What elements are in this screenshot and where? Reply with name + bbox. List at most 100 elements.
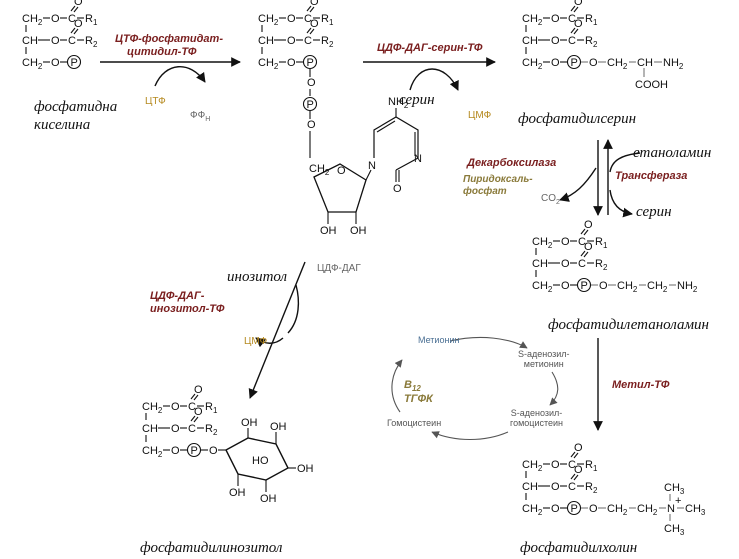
cdpdag-ribose-ring — [313, 163, 367, 213]
pi-oh-4: OH — [260, 493, 277, 505]
structure-phosphatidylethanolamine-o2: O — [561, 258, 570, 270]
cofactor-thf: ТГФК — [404, 393, 433, 406]
cdpdag-o-a: O — [307, 77, 316, 89]
structure-phosphatidylcholine-phosphate — [566, 500, 582, 516]
cycle-cofactors: B12 ТГФК — [404, 379, 433, 406]
sah-line1: S-аденозил- — [510, 408, 563, 418]
cosubstrate-cmp-1: ЦМФ — [468, 110, 492, 121]
label-phosphatidylethanolamine: фосфатидилетаноламин — [548, 317, 710, 333]
ps-nh2: NH2 — [663, 57, 684, 71]
structure-cdp-dag-o2: O — [287, 35, 296, 47]
arrow-co2-curve — [559, 167, 597, 202]
arrow-cmp2-curve — [255, 337, 284, 348]
pc-ch3-right: CH3 — [685, 503, 706, 517]
structure-phosphatidylserine-c2: C — [568, 35, 576, 47]
structure-phosphatidylcholine-o2-carbonyl: O — [574, 464, 583, 476]
enzyme-cdp-dag-inositol-tf: ЦДФ-ДАГ- инозитол-ТФ — [150, 290, 224, 315]
label-phosphatidylcholine: фосфатидилхолин — [520, 540, 638, 556]
sam-line1: S-аденозил- — [518, 349, 570, 359]
pc-ch2-b: CH2 — [637, 503, 658, 517]
pe-o: O — [599, 280, 608, 292]
structure-phosphatidylethanolamine-o1-carbonyl: O — [584, 219, 593, 231]
b12-text: B — [404, 379, 412, 391]
cofactor-pyridoxal: Пиридоксаль- фосфат — [463, 174, 533, 197]
structure-phosphatidylcholine-ch-mid: CH — [522, 481, 538, 493]
pi-o: O — [209, 445, 218, 457]
enzyme-transferase: Трансфераза — [615, 170, 688, 182]
arrow-methionine-to-sam — [449, 336, 528, 349]
arrow-homocysteine-to-methionine — [391, 359, 403, 413]
structure-phosphatidylcholine-c2: C — [568, 481, 576, 493]
structure-phosphatidylethanolamine-ch2-top: CH2 — [532, 236, 553, 250]
cycle-sah: S-аденозил- гомоцистеин — [510, 408, 563, 429]
structure-phosphatidylcholine-ch2-top: CH2 — [522, 459, 543, 473]
ps-cooh: COOH — [635, 79, 668, 91]
structure-phosphatidic-acid-o1-carbonyl: O — [74, 0, 83, 8]
structure-phosphatidylinositol-c2: C — [188, 423, 196, 435]
structure-phosphatidylserine-ch-mid: CH — [522, 35, 538, 47]
structure-phosphatidylethanolamine-c2: C — [578, 258, 586, 270]
cdpdag-nh2: NH2 — [388, 96, 409, 110]
structure-phosphatidylcholine-o2: O — [551, 481, 560, 493]
structure-phosphatidylethanolamine-ch-mid: CH — [532, 258, 548, 270]
structure-phosphatidylserine-o2: O — [551, 35, 560, 47]
structure-phosphatidic-acid-o1: O — [51, 13, 60, 25]
structure-phosphatidylethanolamine-o1: O — [561, 236, 570, 248]
structure-phosphatidic-acid-phosphate-letter: P — [71, 57, 78, 69]
structure-phosphatidylserine-o1-carbonyl: O — [574, 0, 583, 8]
structure-phosphatidic-acid-o2: O — [51, 35, 60, 47]
structure-phosphatidylinositol-ch2-top: CH2 — [142, 401, 163, 415]
cofactor-b12: B12 — [404, 379, 433, 393]
pc-ch3-top: CH3 — [664, 482, 685, 496]
structure-phosphatidylcholine-r2: R2 — [585, 481, 598, 495]
pc-n-plus: + — [675, 495, 681, 507]
sam-line2: метионин — [523, 359, 564, 370]
arrow-cdpdag-to-pi — [248, 261, 306, 399]
enzyme-methyl-tf: Метил-ТФ — [612, 379, 670, 391]
structure-phosphatidylinositol-o2: O — [171, 423, 180, 435]
structure-phosphatidylcholine-ch2-bottom: CH2 — [522, 503, 543, 517]
arrow-sah-to-homocysteine — [431, 431, 509, 440]
structure-phosphatidylserine-r1: R1 — [585, 13, 598, 27]
cdpdag-oh-2: OH — [350, 225, 367, 237]
structure-phosphatidylinositol-r2: R2 — [205, 423, 218, 437]
structure-cdp-dag-o3: O — [287, 57, 296, 69]
pyridoxal-line1: Пиридоксаль- — [463, 174, 533, 185]
structure-phosphatidylserine-c1: C — [568, 13, 576, 25]
enzyme-cdp-dag-serine-tf: ЦДФ-ДАГ-серин-ТФ — [377, 42, 483, 54]
structure-cdp-dag-ch2-top: CH2 — [258, 13, 279, 27]
co2-sub: 2 — [556, 199, 560, 206]
structure-phosphatidylcholine-phosphate-letter: P — [571, 503, 578, 515]
cdpdag-phosphate-2 — [302, 96, 318, 112]
pi-oh-3: OH — [297, 463, 314, 475]
structure-cdp-dag-o2-carbonyl: O — [310, 18, 319, 30]
arrow-ctp-curve — [154, 66, 206, 87]
enzyme-ctp-cytidyltf-line1: ЦТФ-фосфатидат- — [115, 33, 223, 45]
structure-phosphatidylethanolamine-o2-carbonyl: O — [584, 241, 593, 253]
structure-cdp-dag-c1: C — [304, 13, 312, 25]
structure-phosphatidylcholine-o1-carbonyl: O — [574, 442, 583, 454]
structure-phosphatidylinositol-c1: C — [188, 401, 196, 413]
structure-phosphatidylinositol-o3: O — [171, 445, 180, 457]
structure-phosphatidic-acid-r2: R2 — [85, 35, 98, 49]
structure-phosphatidylinositol-o2-carbonyl: O — [194, 406, 203, 418]
structure-phosphatidic-acid-c1: C — [68, 13, 76, 25]
pe-nh2: NH2 — [677, 280, 698, 294]
cdpdag-c2-o: O — [393, 183, 402, 195]
enzyme-decarboxylase: Декарбоксилаза — [467, 157, 557, 169]
structure-phosphatidylserine-phosphate-letter: P — [571, 57, 578, 69]
structure-phosphatidylserine-o1: O — [551, 13, 560, 25]
cdpdag-ribose-o: O — [337, 165, 346, 177]
structure-phosphatidylserine-o3: O — [551, 57, 560, 69]
cycle-methionine: Метионин — [418, 335, 460, 345]
cdpdag-o-b: O — [307, 119, 316, 131]
co2-text: CO — [541, 193, 556, 204]
structure-cdp-dag-ch-mid: CH — [258, 35, 274, 47]
structure-cdp-dag-o1: O — [287, 13, 296, 25]
arrow-ethanolamine-curve — [609, 152, 641, 173]
